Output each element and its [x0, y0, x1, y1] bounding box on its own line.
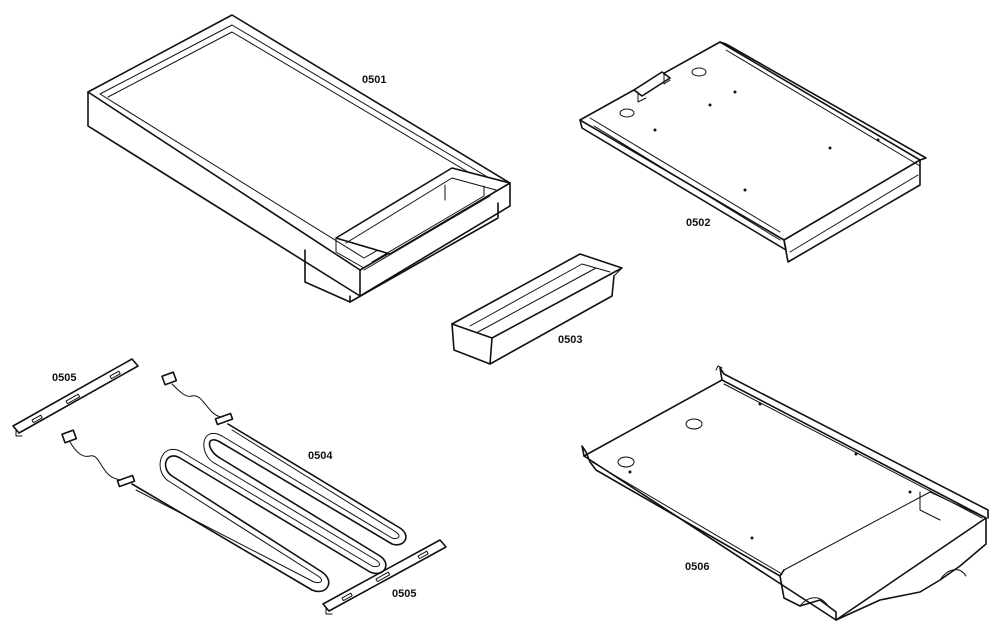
part-0504-heating-element: [61, 371, 407, 593]
label-0504: 0504: [308, 450, 333, 462]
label-0505-lower: 0505: [392, 588, 416, 600]
label-0501: 0501: [362, 74, 386, 86]
part-0502-griddle: [579, 41, 927, 263]
part-0505-bracket-upper: [12, 358, 139, 437]
part-0503-trough: [451, 253, 623, 365]
label-0502: 0502: [686, 217, 710, 229]
label-0505-upper: 0505: [52, 372, 76, 384]
label-0506: 0506: [685, 561, 709, 573]
part-0506-base-pan: [581, 365, 989, 621]
label-0503: 0503: [558, 334, 582, 346]
part-0501-tray: [87, 14, 511, 303]
part-0505-bracket-lower: [322, 539, 447, 615]
